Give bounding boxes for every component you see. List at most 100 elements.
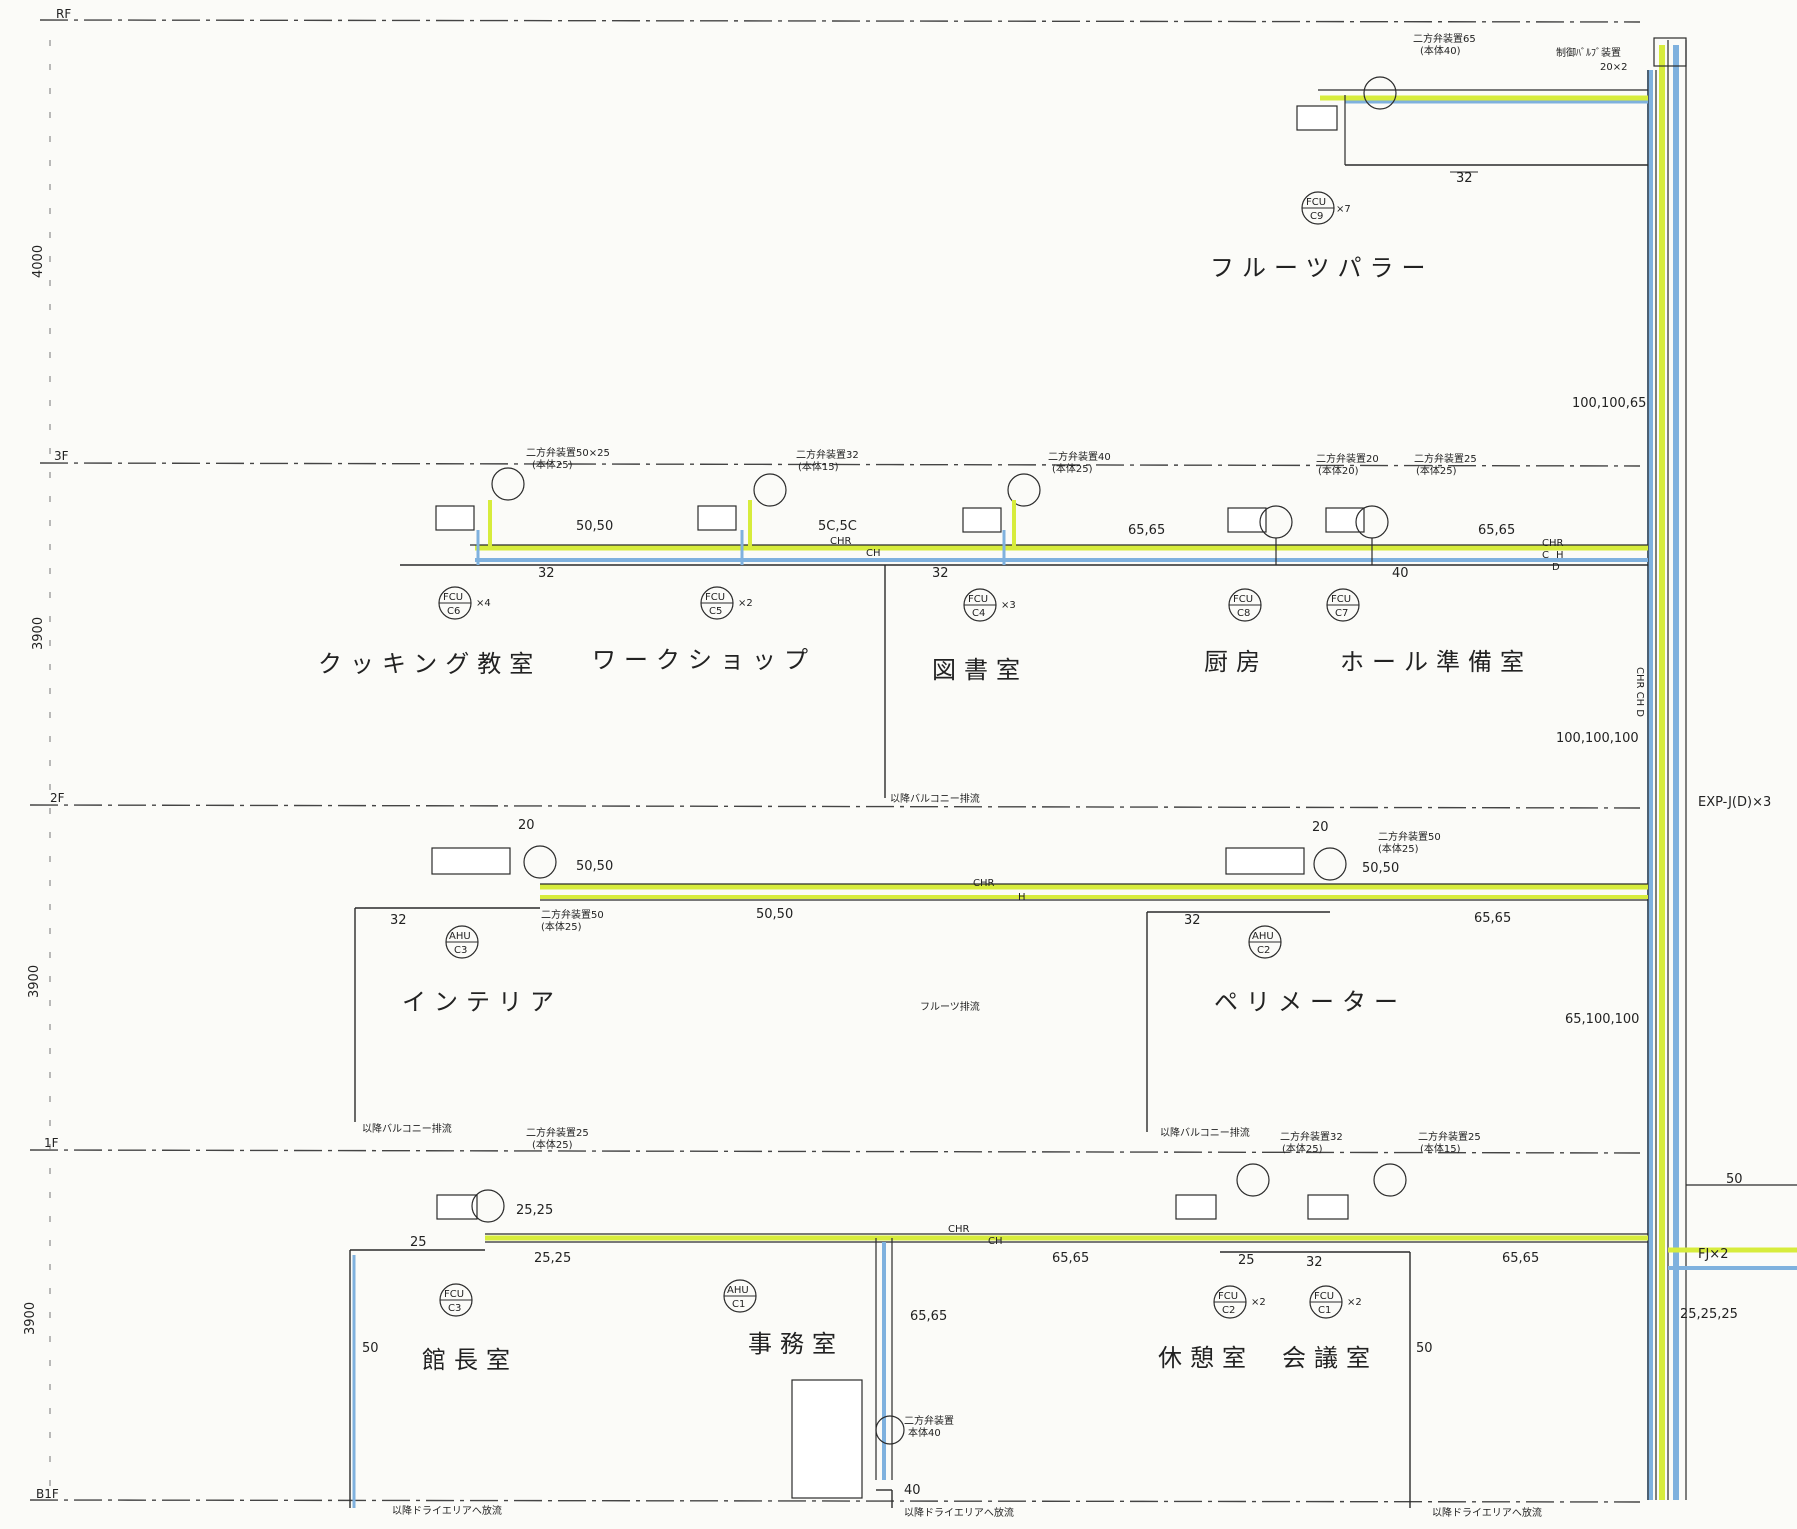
b1-dry-drain-a: 以降ドライエリアへ放流 (392, 1504, 502, 1517)
f3-size-32a: 32 (538, 566, 555, 581)
f1-label-ch: CH (988, 1236, 1003, 1247)
svg-text:C1: C1 (732, 1299, 745, 1310)
f1-valve-b-body: (本体25) (1282, 1142, 1323, 1155)
unit-fcu-c2: FCU C2 ×2 (1213, 1285, 1266, 1319)
f2-valve-a: 二方弁装置50 (541, 908, 604, 921)
room-hall-prep: ホール準備室 (1340, 648, 1532, 676)
expansion-joint-label: EXP-J(D)×3 (1698, 795, 1771, 810)
floor-label-b1f: B1F (36, 1487, 59, 1501)
svg-text:C6: C6 (447, 606, 460, 617)
f3-valve-a: 二方弁装置50×25 (526, 446, 610, 459)
f2-valve-b: 二方弁装置50 (1378, 830, 1441, 843)
flex-joint-label: FJ×2 (1698, 1247, 1728, 1262)
f2-size-6565: 65,65 (1474, 911, 1511, 926)
f1-valve-a: 二方弁装置25 (526, 1126, 589, 1139)
svg-text:C8: C8 (1237, 608, 1250, 619)
svg-text:×2: ×2 (1347, 1297, 1362, 1308)
b1-valve-note: 二方弁装置 (904, 1414, 954, 1427)
f2-label-h: H (1018, 892, 1026, 903)
svg-text:C3: C3 (454, 945, 467, 956)
f1-valve-c: 二方弁装置25 (1418, 1130, 1481, 1143)
f1-balcony-drain-b: 以降バルコニー排流 (1160, 1126, 1250, 1139)
svg-text:FCU: FCU (1306, 197, 1326, 208)
f1-size-32: 32 (1306, 1255, 1323, 1270)
room-lounge: 休憩室 (1158, 1344, 1254, 1372)
f1-balcony-drain-a: 以降バルコニー排流 (362, 1122, 452, 1135)
room-fruit-parlor: フルーツパラー (1210, 254, 1434, 282)
f3-size-32b: 32 (932, 566, 949, 581)
floor-height-2f-1f: 3900 (27, 965, 42, 998)
riser-size-mid: 100,100,100 (1556, 731, 1639, 746)
room-meeting: 会議室 (1282, 1344, 1378, 1372)
unit-fcu-c3: FCU C3 (439, 1283, 473, 1317)
room-cooking: クッキング教室 (318, 650, 541, 678)
f3-label-d-end: D (1552, 562, 1560, 573)
svg-text:FCU: FCU (1331, 594, 1351, 605)
f3-size-6565b: 65,65 (1478, 523, 1515, 538)
f2-valve-b-body: (本体25) (1378, 842, 1419, 855)
riser-branch-50: 50 (1726, 1172, 1743, 1187)
floor-lines (29, 19, 1641, 1503)
f1-size-50b: 50 (1416, 1341, 1433, 1356)
floor-label-3f: 3F (54, 449, 69, 463)
f1-size-2525a: 25,25 (516, 1203, 553, 1218)
f3-label-h-end: H (1556, 550, 1564, 561)
svg-text:FCU: FCU (1314, 1291, 1334, 1302)
f2-branch (354, 845, 1648, 1132)
f1-valve-b: 二方弁装置32 (1280, 1130, 1343, 1143)
svg-text:AHU: AHU (1252, 931, 1274, 942)
f1-size-6565c: 65,65 (910, 1309, 947, 1324)
room-workshop: ワークショップ (592, 646, 816, 674)
f2-size-5050b: 50,50 (1362, 861, 1399, 876)
f3-label-ch: CH (866, 548, 881, 559)
riser-group (1647, 37, 1797, 1500)
room-office: 事務室 (748, 1330, 844, 1358)
riser-size-bottom: 25,25,25 (1680, 1307, 1738, 1322)
svg-text:AHU: AHU (449, 931, 471, 942)
svg-text:FCU: FCU (705, 592, 725, 603)
svg-text:FCU: FCU (1218, 1291, 1238, 1302)
room-library: 図書室 (932, 656, 1028, 684)
svg-text:×2: ×2 (1251, 1297, 1266, 1308)
svg-text:C1: C1 (1318, 1305, 1331, 1316)
svg-text:C9: C9 (1310, 211, 1323, 222)
f3-size-6565a: 65,65 (1128, 523, 1165, 538)
svg-text:C3: C3 (448, 1303, 461, 1314)
riser-label: CHR CH D (1634, 667, 1645, 717)
f3-size-40: 40 (1392, 566, 1409, 581)
floor-label-1f: 1F (44, 1136, 59, 1150)
f1-size-6565a: 65,65 (1052, 1251, 1089, 1266)
f2-size-5050a: 50,50 (576, 859, 613, 874)
svg-text:C2: C2 (1222, 1305, 1235, 1316)
b1-size-40: 40 (904, 1483, 921, 1498)
unit-fcu-c8: FCU C8 (1228, 588, 1262, 622)
unit-fcu-c6: FCU C6 ×4 (438, 586, 491, 620)
f2-size-32b: 32 (1184, 913, 1201, 928)
floor-label-rf: RF (56, 7, 71, 21)
f2-size-20a: 20 (518, 818, 535, 833)
f3-valve-d-body: (本体20) (1318, 464, 1359, 477)
f3-valve-e-body: (本体25) (1416, 464, 1457, 477)
f2-size-20b: 20 (1312, 820, 1329, 835)
f1-size-50a: 50 (362, 1341, 379, 1356)
floor-height-3f-2f: 3900 (31, 617, 46, 650)
f1-label-chr: CHR (948, 1224, 970, 1235)
f2-valve-a-body: (本体25) (541, 920, 582, 933)
f3-size-5050: 50,50 (576, 519, 613, 534)
svg-text:FCU: FCU (443, 592, 463, 603)
f3-valve-b-body: (本体15) (798, 460, 839, 473)
floor-height-1f-b1f: 3900 (23, 1302, 38, 1335)
f3-label-chr: CHR (830, 536, 852, 547)
room-perimeter: ペリメーター (1214, 988, 1406, 1016)
f3-valve-a-body: (本体25) (532, 458, 573, 471)
f3-valve-d: 二方弁装置20 (1316, 452, 1379, 465)
svg-text:C7: C7 (1335, 608, 1348, 619)
floor-height-rf-3f: 4000 (31, 245, 46, 278)
unit-ahu-c1: AHU C1 (723, 1279, 757, 1313)
riser-size-upper: 100,100,65 (1572, 396, 1646, 411)
room-director: 館長室 (422, 1346, 518, 1374)
f1-size-25: 25 (410, 1235, 427, 1250)
svg-text:×4: ×4 (476, 598, 491, 609)
f2-size-32a: 32 (390, 913, 407, 928)
room-kitchen: 厨房 (1204, 648, 1268, 676)
